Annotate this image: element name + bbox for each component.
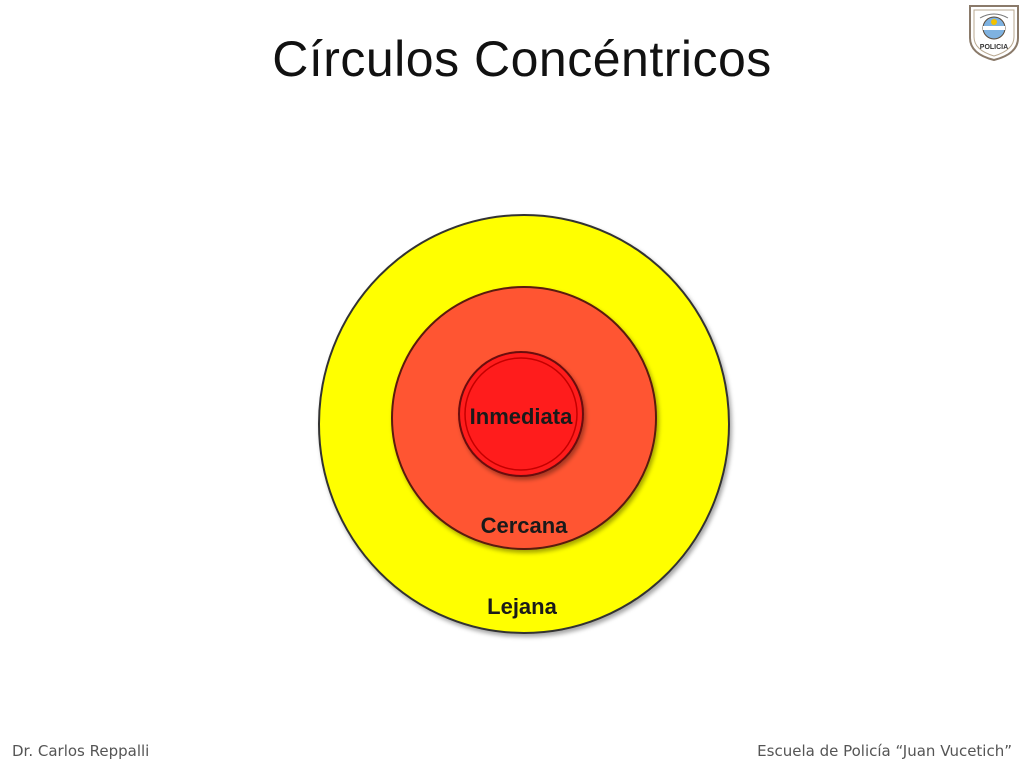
footer-institution: Escuela de Policía “Juan Vucetich” xyxy=(757,742,1012,760)
logo-text: POLICIA xyxy=(980,44,1008,51)
ring-inner-inmediata xyxy=(458,351,584,477)
label-inmediata: Inmediata xyxy=(470,404,573,429)
footer-author: Dr. Carlos Reppalli xyxy=(12,742,150,760)
inner-ring-highlight xyxy=(464,357,578,471)
slide-title: Círculos Concéntricos xyxy=(272,31,772,87)
label-lejana: Lejana xyxy=(487,594,557,619)
label-cercana: Cercana xyxy=(481,513,569,538)
police-shield-icon: POLICIA xyxy=(969,5,1019,62)
